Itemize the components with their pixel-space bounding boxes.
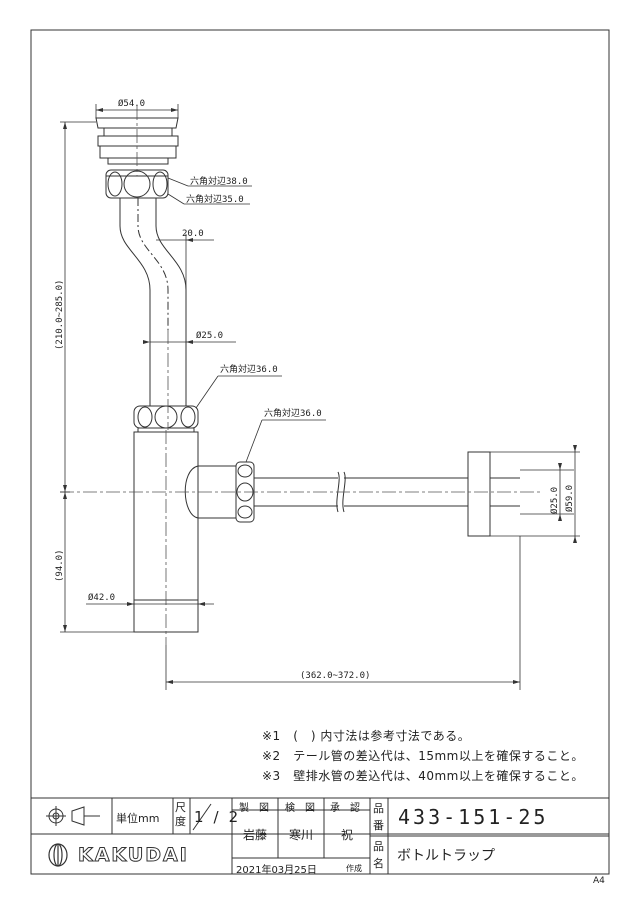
bottle-trap-drawing	[95, 117, 520, 633]
center-lines	[60, 106, 540, 645]
projection-symbol-icon	[46, 806, 100, 826]
dim-hex-35: 六角対辺35.0	[186, 193, 244, 205]
note-1: ※1 ( ) 内寸法は参考寸法である。	[262, 729, 471, 743]
paper-size: A4	[593, 876, 605, 886]
part-name-label: 品名	[373, 840, 384, 870]
arrowheads	[63, 108, 577, 684]
dim-length: (362.0~372.0)	[300, 671, 370, 681]
col-draw: 製 図	[239, 803, 269, 814]
kakudai-logo	[48, 843, 68, 867]
scale-label: 尺度	[175, 801, 186, 828]
sheet-border	[30, 29, 610, 875]
dim-body-42: Ø42.0	[88, 592, 115, 603]
dim-height-lower: (94.0)	[55, 549, 65, 582]
approver-name: 祝	[341, 828, 354, 842]
col-approve: 承 認	[330, 803, 360, 814]
part-name: ボトルトラップ	[397, 848, 495, 864]
dim-height-total: (210.0~285.0)	[55, 280, 65, 350]
checker-name: 寒川	[289, 828, 314, 842]
dimension-texts: Ø54.0 六角対辺38.0 六角対辺35.0 20.0 Ø25.0 六角対辺3…	[55, 98, 575, 681]
dim-hex-36-lower: 六角対辺36.0	[220, 363, 278, 375]
unit-label: 単位mm	[116, 812, 160, 825]
creation-date: 2021年03月25日	[236, 865, 317, 876]
scale-value: 1/2	[194, 808, 249, 826]
creation-date-suffix: 作成	[346, 864, 362, 873]
note-3: ※3 壁排水管の差込代は、40mm以上を確保すること。	[262, 769, 584, 783]
dim-flange-59: Ø59.0	[564, 485, 575, 512]
drawer-name: 岩藤	[243, 828, 268, 842]
dimension-lines	[60, 104, 580, 690]
dim-offset-20: 20.0	[182, 229, 204, 239]
dim-hex-38: 六角対辺38.0	[190, 175, 248, 187]
note-2: ※2 テール管の差込代は、15mm以上を確保すること。	[262, 749, 584, 763]
dim-flange-diameter: Ø54.0	[118, 98, 145, 109]
dim-outlet-25: Ø25.0	[549, 487, 560, 514]
title-block-grid	[31, 797, 609, 874]
part-number: 433-151-25	[398, 805, 549, 829]
dim-hex-36-outlet: 六角対辺36.0	[264, 407, 322, 419]
col-check: 検 図	[285, 803, 315, 814]
part-no-label: 品番	[373, 802, 384, 832]
brand-name: KAKUDAI	[78, 844, 189, 867]
dim-pipe-25: Ø25.0	[196, 330, 223, 341]
